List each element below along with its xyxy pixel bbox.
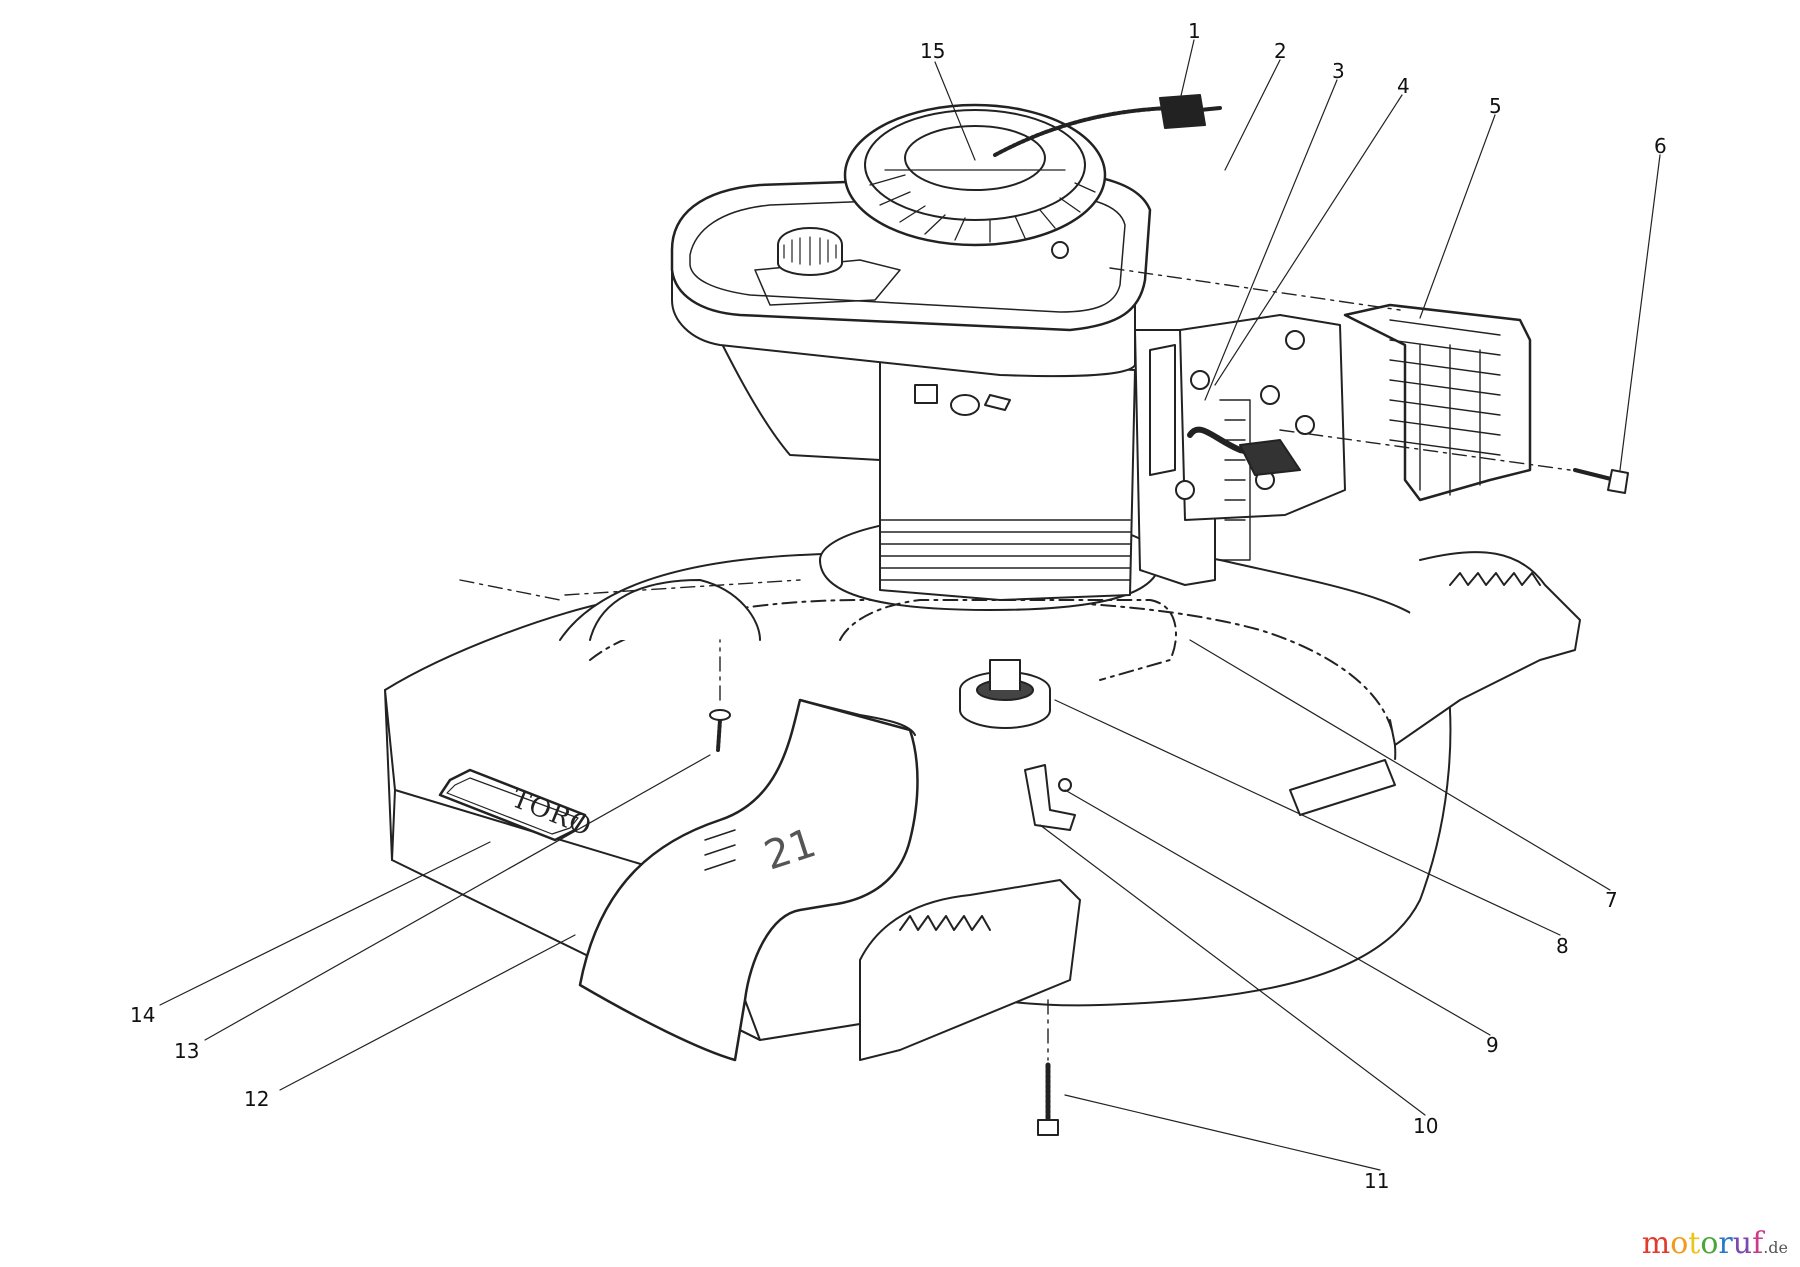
leader-lines: [159, 39, 1661, 1171]
callout-14: 14: [130, 1003, 155, 1027]
callout-15: 15: [920, 39, 945, 63]
callout-2: 2: [1274, 39, 1287, 63]
discharge-chute: [578, 698, 919, 1062]
watermark-letter: o: [1670, 1226, 1689, 1261]
callout-12: 12: [244, 1087, 269, 1111]
callout-13: 13: [174, 1039, 199, 1063]
watermark-tld: .de: [1763, 1238, 1788, 1257]
callout-1: 1: [1188, 19, 1201, 43]
assembly-lines: [459, 267, 1571, 1061]
callout-5: 5: [1489, 94, 1502, 118]
callout-4: 4: [1397, 74, 1410, 98]
callout-10: 10: [1413, 1114, 1438, 1138]
muffler-guard-bolt: [1573, 468, 1629, 494]
callout-8: 8: [1556, 934, 1569, 958]
watermark-letter: f: [1752, 1226, 1764, 1261]
brand-logo-plate: [438, 768, 587, 842]
watermark: motoruf.de: [1642, 1226, 1788, 1261]
deck-screw: [709, 709, 731, 752]
throttle-cable: [993, 94, 1222, 157]
watermark-letter: t: [1688, 1226, 1701, 1261]
mounting-bracket: [1024, 764, 1076, 831]
muffler-guard: [1343, 303, 1532, 502]
watermark-letter: m: [1641, 1226, 1671, 1261]
callout-3: 3: [1332, 59, 1345, 83]
muffler-assembly: [1134, 314, 1346, 586]
callout-11: 11: [1364, 1169, 1389, 1193]
callout-7: 7: [1605, 888, 1618, 912]
engine-block: [670, 103, 1152, 601]
watermark-letter: r: [1718, 1226, 1733, 1261]
callout-6: 6: [1654, 134, 1667, 158]
watermark-letter: o: [1700, 1226, 1719, 1261]
blade-bolt: [1037, 1062, 1059, 1136]
blade-adapter: [959, 659, 1051, 729]
watermark-letter: u: [1732, 1226, 1753, 1261]
callout-9: 9: [1486, 1033, 1499, 1057]
